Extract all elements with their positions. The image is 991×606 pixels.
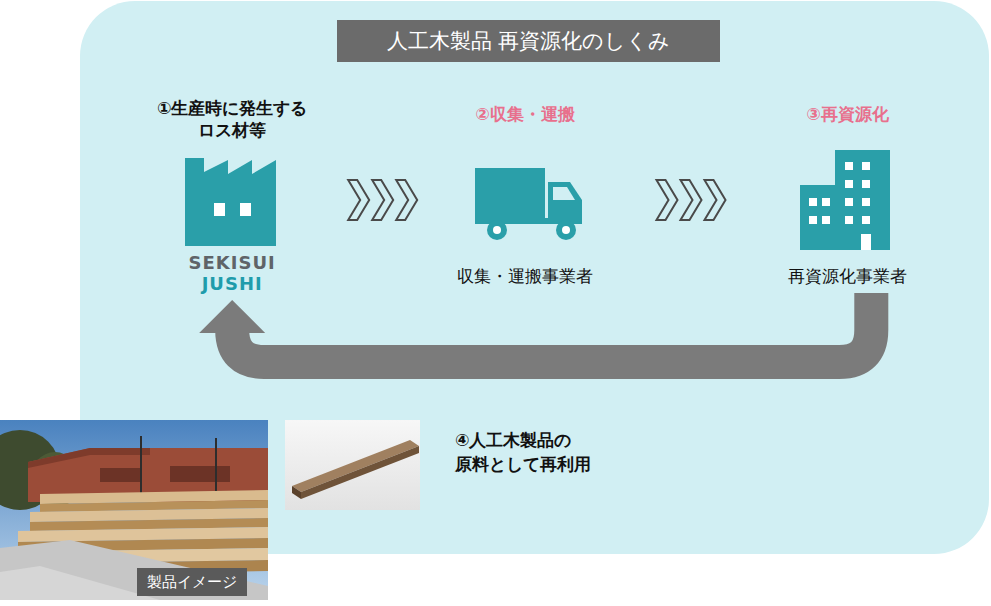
building-icon-part-part bbox=[861, 234, 871, 250]
truck-icon-part bbox=[562, 226, 570, 234]
factory-icon-part bbox=[214, 203, 225, 216]
deck-board-photo-part bbox=[292, 486, 301, 499]
return-arrow bbox=[199, 293, 871, 362]
product-photo-part bbox=[170, 466, 230, 482]
truck-icon-part bbox=[493, 226, 501, 234]
product-photo-part bbox=[100, 468, 140, 482]
building-icon-part bbox=[835, 150, 890, 250]
building-icon-part-part bbox=[862, 198, 870, 206]
truck-icon-part bbox=[475, 168, 545, 220]
building-icon-part-part bbox=[822, 216, 830, 224]
step-node: ①生産時に発生する ロス材等 SEKISUI JUSHI bbox=[157, 97, 307, 294]
deck-board-photo-part bbox=[292, 440, 419, 492]
step-heading: ②収集・運搬 bbox=[475, 103, 574, 125]
product-photo-part bbox=[215, 438, 217, 498]
product-photo bbox=[0, 420, 268, 600]
truck-icon-part bbox=[556, 220, 576, 240]
factory-icon bbox=[185, 158, 276, 246]
building-icon-part-part bbox=[845, 180, 853, 188]
edge-label: ④人工木製品の 原料として再利用 bbox=[455, 428, 591, 476]
actor-label: 収集・運搬事業者 bbox=[457, 265, 593, 287]
photo-caption: 製品イメージ bbox=[137, 568, 247, 596]
step-node: ③再資源化再資源化事業者 bbox=[788, 103, 907, 287]
building-icon-part bbox=[809, 162, 871, 250]
truck-icon bbox=[475, 168, 582, 240]
actor-label: 再資源化事業者 bbox=[788, 265, 907, 287]
truck-icon-part bbox=[553, 187, 575, 200]
chevron bbox=[348, 180, 369, 220]
step-node: ②収集・運搬収集・運搬事業者 bbox=[457, 103, 593, 287]
building-icon-part-part bbox=[809, 198, 817, 206]
chevron bbox=[705, 180, 726, 220]
product-photo-part bbox=[28, 448, 150, 468]
chevron bbox=[657, 180, 678, 220]
flow-chevrons bbox=[348, 180, 417, 220]
building-icon bbox=[800, 150, 890, 250]
product-photo-part bbox=[0, 566, 160, 600]
factory-icon-part bbox=[185, 158, 276, 246]
arrow-head bbox=[199, 300, 265, 333]
deck-board-photo-part bbox=[285, 420, 420, 510]
deck-board-photo-part bbox=[301, 446, 419, 499]
building-icon-part-part bbox=[862, 216, 870, 224]
building-icon-part-part bbox=[845, 216, 853, 224]
building-icon-part-part bbox=[862, 180, 870, 188]
company-logo: SEKISUI JUSHI bbox=[189, 252, 276, 294]
chevron bbox=[681, 180, 702, 220]
product-photo-part bbox=[0, 540, 268, 600]
flow-chevrons bbox=[657, 180, 726, 220]
step-heading: ③再資源化 bbox=[806, 103, 888, 125]
building-icon-part-part bbox=[862, 162, 870, 170]
truck-icon-part bbox=[548, 182, 582, 222]
building-icon-part-part bbox=[845, 162, 853, 170]
step-heading: ①生産時に発生する ロス材等 bbox=[157, 97, 307, 141]
chevron bbox=[372, 180, 393, 220]
return-band bbox=[232, 293, 871, 362]
building-icon-part bbox=[800, 185, 838, 250]
truck-icon-part bbox=[487, 220, 507, 240]
region-panel bbox=[80, 1, 989, 554]
chevron bbox=[396, 180, 417, 220]
title-band: 人工木製品 再資源化のしくみ bbox=[337, 20, 720, 62]
building-icon-part-part bbox=[845, 198, 853, 206]
building-icon-part-part bbox=[822, 198, 830, 206]
product-photo-part bbox=[140, 436, 142, 498]
deck-board-photo bbox=[285, 420, 420, 510]
factory-icon-part bbox=[240, 203, 251, 216]
building-icon-part-part bbox=[809, 216, 817, 224]
